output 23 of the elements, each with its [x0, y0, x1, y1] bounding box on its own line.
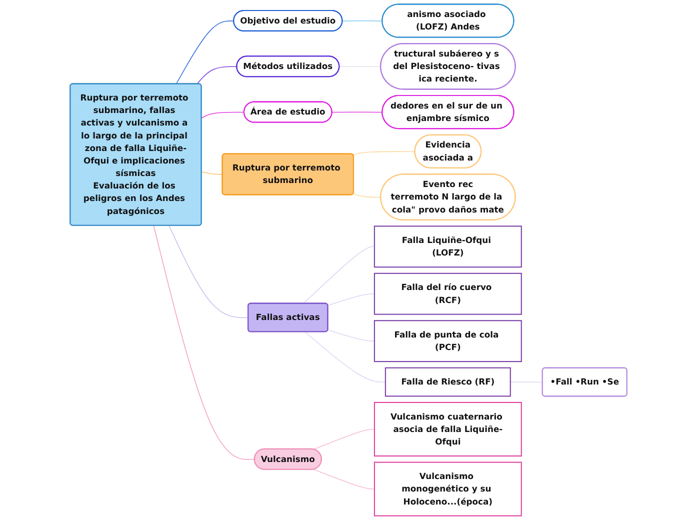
- connector: [313, 428, 375, 450]
- connector: [176, 20, 234, 84]
- connector: [313, 469, 375, 490]
- node-box: Falla del río cuervo (RCF): [374, 272, 522, 315]
- connector: [196, 66, 238, 84]
- node-box: Vulcanismo cuaternario asocia de falla Liquiñe-Ofqui: [374, 402, 522, 456]
- connector: [342, 20, 383, 22]
- connector: [352, 194, 382, 198]
- node-box: Falla de Riesco (RF): [384, 367, 511, 397]
- node-box: Falla Liquiñe-Ofqui (LOFZ): [374, 226, 522, 268]
- connector: [153, 225, 256, 460]
- node-box: Vulcanismo monogenético y su Holoceno...(época): [374, 462, 522, 516]
- node-box: Falla de punta de cola (PCF): [374, 320, 522, 362]
- connector: [332, 112, 383, 113]
- connector: [352, 151, 416, 156]
- connector: [327, 293, 375, 306]
- connector: [304, 332, 386, 382]
- connector: [201, 112, 245, 119]
- connector: [201, 171, 223, 175]
- connector: [168, 225, 249, 318]
- connector: [302, 246, 375, 304]
- connector: [327, 330, 375, 342]
- connector: [510, 382, 544, 383]
